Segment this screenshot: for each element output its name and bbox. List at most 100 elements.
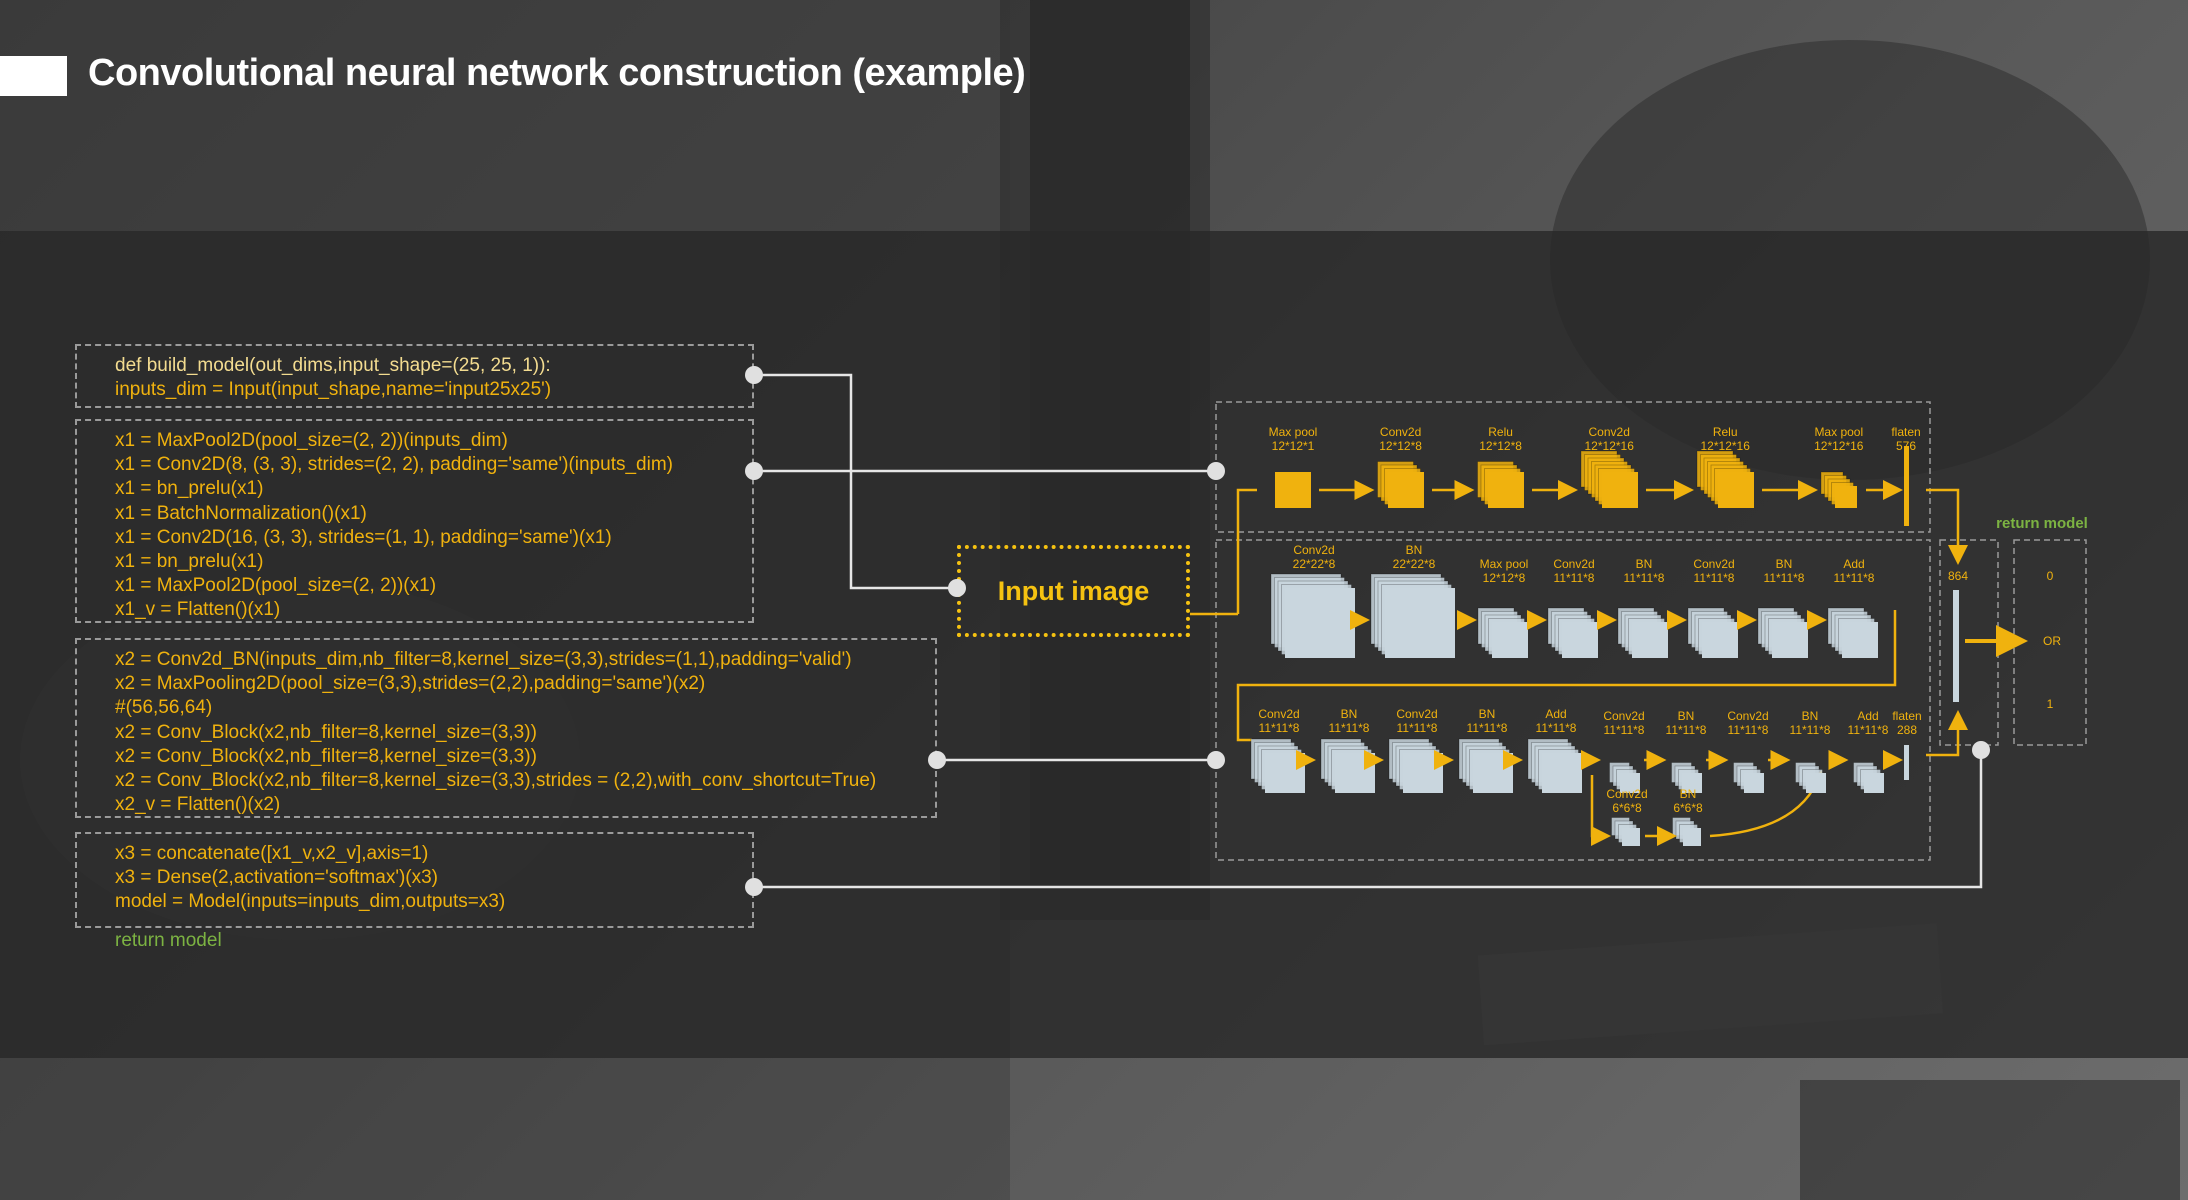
- layer-dims-label: 12*12*8: [1379, 439, 1422, 453]
- flatten-bar: [1904, 745, 1909, 780]
- concat-bar: [1953, 590, 1959, 702]
- connector-dot: [948, 579, 966, 597]
- layer-dims-label: 12*12*16: [1701, 439, 1751, 453]
- layer-dims-label: 22*22*8: [1293, 557, 1336, 571]
- return-model-label: return model: [1996, 515, 2088, 532]
- layer-dims-label: 11*11*8: [1666, 723, 1707, 737]
- layer-dims-label: 12*12*1: [1272, 439, 1315, 453]
- layer-name-label: Conv2d: [1693, 557, 1734, 571]
- code-line: x1 = MaxPool2D(pool_size=(2, 2))(x1): [115, 575, 437, 597]
- layer-dims-label: 12*12*8: [1483, 571, 1526, 585]
- layer-name-label: BN: [1636, 557, 1653, 571]
- layer-name-label: Max pool: [1814, 425, 1863, 439]
- flow-row1-to-concat: [1926, 488, 1968, 565]
- layer-dims-label: 11*11*8: [1259, 721, 1300, 735]
- layer-block-blue: [1250, 738, 1305, 793]
- layer-dims-label: 11*11*8: [1624, 571, 1665, 585]
- layer-dims-label: 11*11*8: [1790, 723, 1831, 737]
- layer-dims-label: 12*12*16: [1814, 439, 1864, 453]
- layer-dims-label: 11*11*8: [1728, 723, 1769, 737]
- output-label: OR: [2043, 634, 2061, 648]
- layer-dims-label: 576: [1896, 439, 1916, 453]
- layer-dims-label: 22*22*8: [1393, 557, 1436, 571]
- layer-name-label: Conv2d: [1589, 425, 1630, 439]
- code-block-build-model: def build_model(out_dims,input_shape=(25…: [75, 344, 754, 408]
- return-model-text: return model: [115, 930, 222, 951]
- layer-name-label: BN: [1802, 709, 1819, 723]
- connector-dot: [928, 751, 946, 769]
- layer-block-yellow: [1820, 471, 1857, 508]
- code-line: x2 = Conv_Block(x2,nb_filter=8,kernel_si…: [115, 745, 537, 767]
- code-line: x1 = bn_prelu(x1): [115, 551, 264, 573]
- layer-dims-label: 288: [1897, 723, 1917, 737]
- page-title: Convolutional neural network constructio…: [88, 52, 1026, 94]
- layer-name-label: Relu: [1488, 425, 1513, 439]
- layer-blocks: Max pool12*12*1Conv2d12*12*8Relu12*12*8C…: [1250, 425, 1922, 846]
- layer-dims-label: 6*6*8: [1673, 801, 1703, 815]
- layer-dims-label: 12*12*16: [1585, 439, 1635, 453]
- layer-block-blue: [1547, 607, 1598, 658]
- layer-block-blue: [1757, 607, 1808, 658]
- layer-block-blue: [1320, 738, 1375, 793]
- code-line: x1 = bn_prelu(x1): [115, 478, 264, 500]
- layer-block-blue: [1671, 762, 1702, 793]
- flow-row3-to-concat: [1926, 710, 1968, 757]
- connector-merge: [754, 750, 1983, 889]
- layer-dims-label: 11*11*8: [1467, 721, 1508, 735]
- code-line: x3 = Dense(2,activation='softmax')(x3): [115, 867, 438, 889]
- layer-name-label: BN: [1680, 787, 1697, 801]
- layer-block-blue: [1477, 607, 1528, 658]
- layer-name-label: BN: [1479, 707, 1496, 721]
- layer-block-blue: [1527, 738, 1582, 793]
- code-line: x2 = Conv_Block(x2,nb_filter=8,kernel_si…: [115, 721, 537, 743]
- layer-block-blue: [1672, 817, 1701, 846]
- layer-name-label: flaten: [1891, 425, 1920, 439]
- layer-name-label: BN: [1678, 709, 1695, 723]
- layer-dims-label: 11*11*8: [1694, 571, 1735, 585]
- layer-name-label: Max pool: [1269, 425, 1318, 439]
- code-line: x1_v = Flatten()(x1): [115, 599, 281, 621]
- flow-shortcut: [1590, 775, 1611, 846]
- layer-name-label: Add: [1843, 557, 1864, 571]
- layer-name-label: Conv2d: [1727, 709, 1768, 723]
- layer-name-label: Add: [1545, 707, 1566, 721]
- layer-name-label: Conv2d: [1396, 707, 1437, 721]
- connector-dot: [745, 366, 763, 384]
- layer-name-label: Conv2d: [1553, 557, 1594, 571]
- layer-dims-label: 6*6*8: [1612, 801, 1642, 815]
- layer-name-label: Conv2d: [1258, 707, 1299, 721]
- layer-block-yellow: [1275, 472, 1311, 508]
- layer-block-yellow: [1477, 461, 1524, 508]
- output-label: 1: [2047, 697, 2054, 711]
- code-line: x2_v = Flatten()(x2): [115, 794, 281, 816]
- layer-name-label: Conv2d: [1293, 543, 1334, 557]
- layer-block-blue: [1827, 607, 1878, 658]
- code-block-branch-x1: x1 = MaxPool2D(pool_size=(2, 2))(inputs_…: [75, 419, 754, 623]
- connector-dot: [745, 878, 763, 896]
- layer-dims-label: 11*11*8: [1397, 721, 1438, 735]
- code-line: inputs_dim = Input(input_shape,name='inp…: [115, 379, 552, 401]
- content-band: [0, 231, 2188, 1058]
- layer-block-blue: [1370, 573, 1455, 658]
- code-block-branch-x2: x2 = Conv2d_BN(inputs_dim,nb_filter=8,ke…: [75, 638, 937, 818]
- input-image-label: Input image: [997, 575, 1150, 606]
- code-line: x1 = Conv2D(8, (3, 3), strides=(2, 2), p…: [115, 454, 673, 476]
- layer-name-label: BN: [1776, 557, 1793, 571]
- branch-frame-2: [1215, 539, 1931, 861]
- layer-name-label: Add: [1857, 709, 1878, 723]
- layer-name-label: Max pool: [1480, 557, 1529, 571]
- layer-dims-label: 11*11*8: [1536, 721, 1577, 735]
- layer-block-blue: [1687, 607, 1738, 658]
- connector-dot: [1207, 462, 1225, 480]
- layer-block-blue: [1458, 738, 1513, 793]
- layer-name-label: Conv2d: [1606, 787, 1647, 801]
- branch-frame-1: [1215, 401, 1931, 533]
- layer-block-blue: [1733, 762, 1764, 793]
- layer-name-label: BN: [1406, 543, 1423, 557]
- layer-block-blue: [1611, 817, 1640, 846]
- code-line: x1 = Conv2D(16, (3, 3), strides=(1, 1), …: [115, 526, 612, 548]
- layer-name-label: Conv2d: [1603, 709, 1644, 723]
- connector-dot: [1972, 741, 1990, 759]
- flatten-bar: [1904, 446, 1909, 526]
